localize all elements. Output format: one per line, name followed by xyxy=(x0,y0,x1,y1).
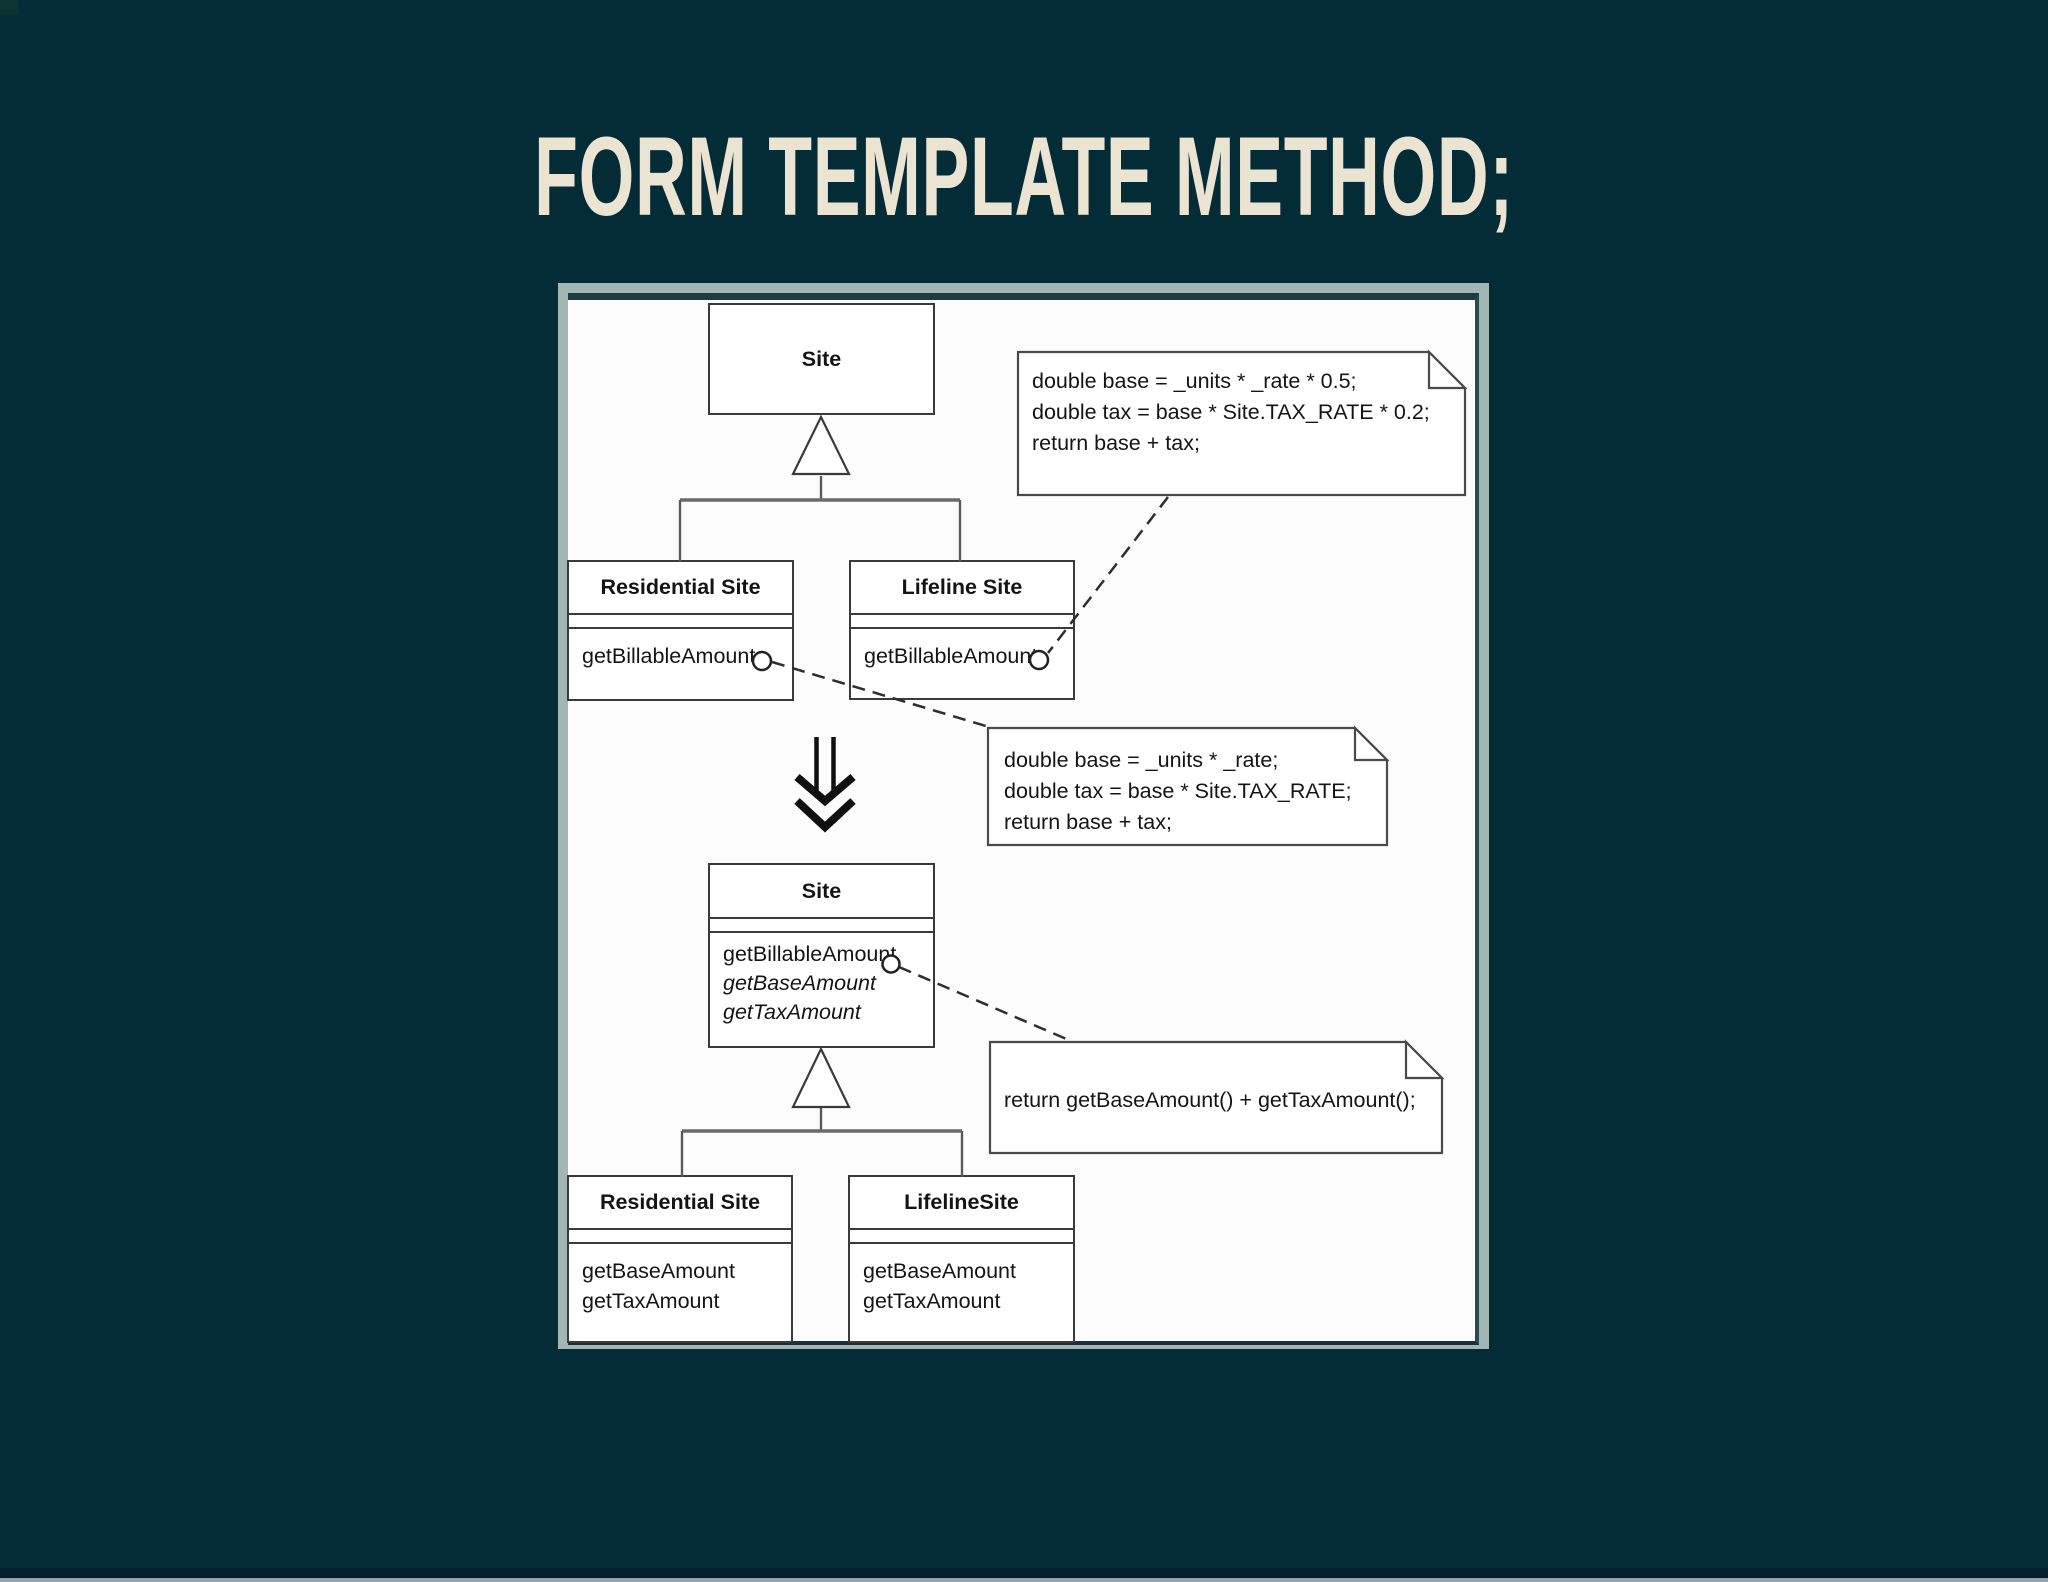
corner-chip xyxy=(0,0,18,15)
bottom-edge-line xyxy=(0,1578,2048,1582)
code-line: return getBaseAmount() + getTaxAmount(); xyxy=(1004,1088,1416,1112)
bottom-strip xyxy=(0,1568,2048,1578)
class-box-residential-after: Residential Site getBaseAmount getTaxAmo… xyxy=(567,1175,793,1343)
method-circle-icon xyxy=(1028,649,1050,671)
note-connector-dashed xyxy=(1047,496,1169,654)
class-title: Site xyxy=(801,346,842,371)
class-box-lifeline-after: LifelineSite getBaseAmount getTaxAmount xyxy=(848,1175,1075,1343)
attribute-compartment xyxy=(850,1228,1073,1244)
code-line: double tax = base * Site.TAX_RATE * 0.2; xyxy=(1032,400,1430,424)
class-box-residential-before: Residential Site getBillableAmount xyxy=(567,560,794,701)
note-connector-dashed xyxy=(898,965,1072,1043)
slide-title: FORM TEMPLATE METHOD; xyxy=(534,114,1514,239)
method-label: getTaxAmount xyxy=(582,1289,720,1313)
note-fold-corner xyxy=(1427,349,1468,390)
abstract-method-label: getTaxAmount xyxy=(723,1000,861,1024)
method-label: getBaseAmount xyxy=(863,1259,1016,1283)
method-label: getBillableAmount xyxy=(723,942,897,966)
method-label: getBillableAmount xyxy=(582,644,756,668)
method-circle-icon xyxy=(881,954,901,974)
code-line: double base = _units * _rate * 0.5; xyxy=(1032,369,1357,393)
arrow-chevron xyxy=(794,773,856,807)
class-box-site-before: Site xyxy=(708,303,935,415)
note-connector-dashed xyxy=(771,660,997,731)
class-title: Residential Site xyxy=(599,1190,761,1214)
attribute-compartment xyxy=(569,613,792,629)
method-label: getBillableAmount xyxy=(864,644,1038,668)
note-box-lifeline-code xyxy=(986,726,1389,847)
note-text-residential-code: double base = _units * _rate * 0.5; doub… xyxy=(1032,366,1430,459)
inheritance-triangle-after xyxy=(791,1046,851,1109)
attribute-compartment xyxy=(710,917,933,933)
method-label: getTaxAmount xyxy=(863,1289,1001,1313)
class-box-lifeline-before: Lifeline Site getBillableAmount xyxy=(849,560,1075,700)
class-box-site-after: Site getBillableAmount getBaseAmount get… xyxy=(708,863,935,1048)
abstract-method-label: getBaseAmount xyxy=(723,971,876,995)
inheritance-triangle-before xyxy=(791,414,851,476)
note-fold-corner xyxy=(1353,725,1390,762)
class-title: LifelineSite xyxy=(904,1190,1019,1214)
attribute-compartment xyxy=(569,1228,791,1244)
note-text-template-code: return getBaseAmount() + getTaxAmount(); xyxy=(1004,1085,1416,1116)
code-line: double base = _units * _rate; xyxy=(1004,748,1279,772)
note-fold-corner xyxy=(1404,1039,1445,1080)
arrow-chevron xyxy=(794,798,856,833)
attribute-compartment xyxy=(851,613,1073,629)
method-label: getBaseAmount xyxy=(582,1259,735,1283)
method-circle-icon xyxy=(751,650,773,672)
class-title: Lifeline Site xyxy=(901,575,1023,599)
code-line: return base + tax; xyxy=(1032,431,1200,455)
note-text-lifeline-code: double base = _units * _rate; double tax… xyxy=(1004,745,1352,838)
class-title: Site xyxy=(801,878,842,903)
note-box-template-code xyxy=(988,1040,1444,1155)
code-line: return base + tax; xyxy=(1004,810,1172,834)
code-line: double tax = base * Site.TAX_RATE; xyxy=(1004,779,1352,803)
transform-arrow-icon xyxy=(794,737,856,833)
note-box-residential-code xyxy=(1016,350,1467,497)
class-title: Residential Site xyxy=(600,575,761,599)
